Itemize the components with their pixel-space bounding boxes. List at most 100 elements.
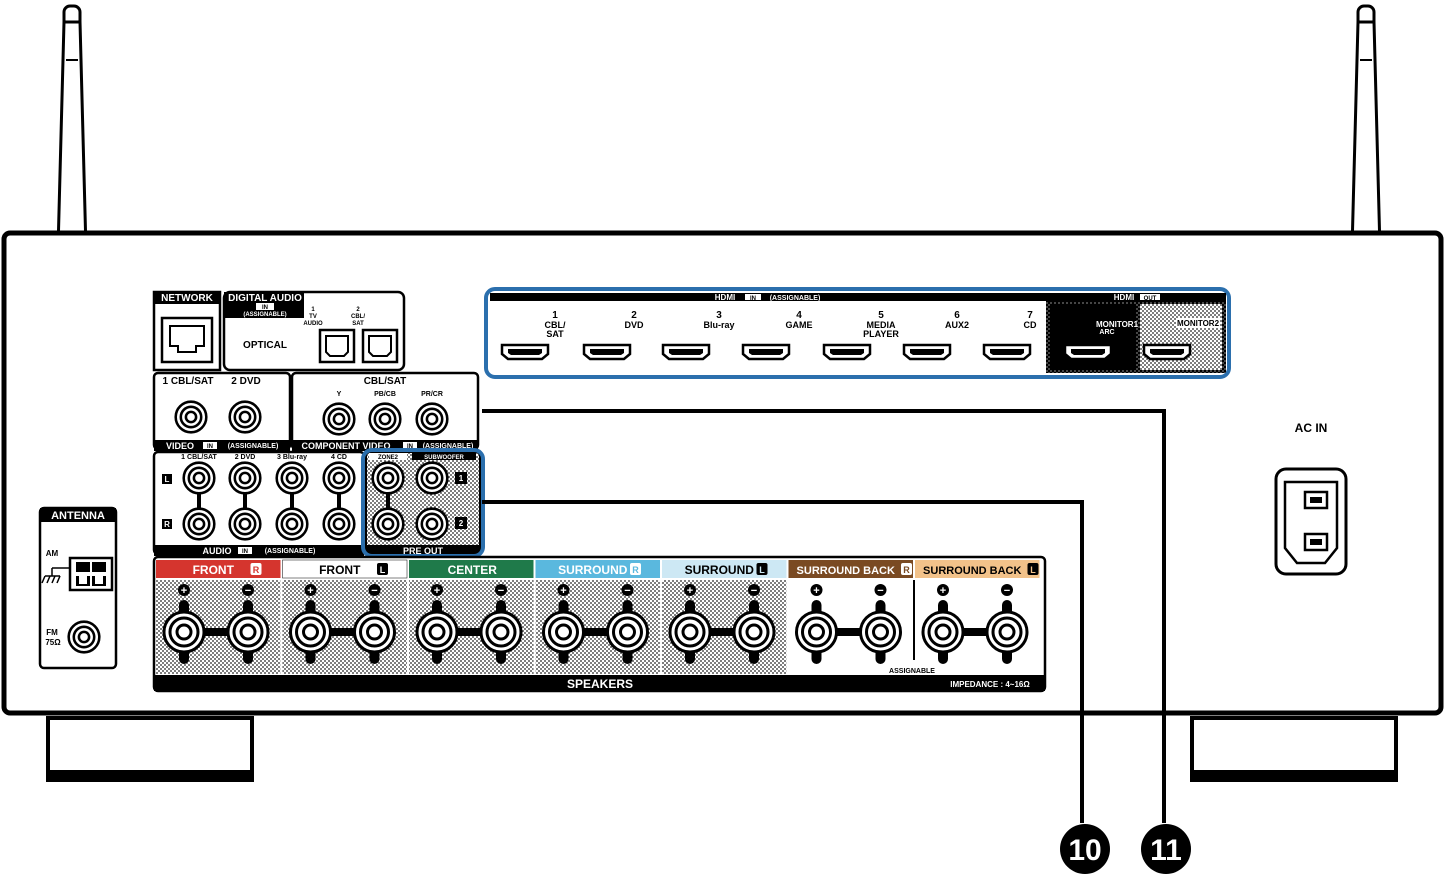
optical-1-line1: TV (309, 314, 317, 320)
hdmi-in-num: 3 (716, 310, 722, 321)
optical-2-line2: SAT (352, 321, 364, 327)
component-title: CBL/SAT (364, 376, 407, 387)
digital-audio-section: DIGITAL AUDIO IN (ASSIGNABLE) OPTICAL 1 … (222, 290, 406, 372)
speaker-positive-terminal[interactable] (289, 610, 332, 654)
speaker-positive-terminal[interactable] (668, 610, 712, 654)
component-pb-jack[interactable] (368, 402, 402, 436)
component-section: CBL/SAT Y PB/CB PR/CR COMPONENT VIDEO IN… (290, 371, 480, 451)
digital-audio-in-badge: IN (262, 305, 268, 311)
speaker-negative-terminal[interactable] (732, 610, 776, 654)
speaker-negative-terminal[interactable] (353, 610, 396, 654)
hdmi-in-label: MEDIA (867, 320, 897, 330)
callout-leaders (482, 409, 1166, 823)
hdmi-in-port[interactable] (661, 343, 711, 361)
hdmi-in-7: 7CD (982, 310, 1037, 361)
audio-jack-4-r[interactable] (322, 507, 356, 541)
speaker-side-badge (756, 563, 768, 575)
hdmi-in-port[interactable] (500, 343, 550, 361)
minus-icon: − (1004, 585, 1010, 597)
hdmi-in-port[interactable] (982, 343, 1032, 361)
speaker-side-label: L (1030, 565, 1036, 575)
optical-1-num: 1 (311, 307, 315, 313)
audio-jack-4-l[interactable] (322, 461, 356, 495)
hdmi-in-port[interactable] (822, 343, 872, 361)
audio-left-label: L (165, 475, 170, 484)
speaker-positive-terminal[interactable] (415, 610, 459, 654)
speaker-positive-terminal[interactable] (162, 610, 206, 654)
speaker-side-label: R (253, 565, 260, 575)
component-y-jack[interactable] (322, 402, 356, 436)
speaker-negative-terminal[interactable] (226, 610, 270, 654)
audio-section: 1 CBL/SAT 2 DVD 3 Blu-ray 4 CD L R AUDIO… (152, 450, 366, 556)
antenna-terminal-section: ANTENNA AM FM 75Ω (38, 506, 118, 670)
speakers-footer: SPEAKERS (567, 677, 633, 691)
plus-icon: + (560, 585, 566, 597)
video-footer: VIDEO (166, 441, 194, 451)
speaker-channel-label: SURROUND (685, 563, 755, 577)
ac-in-label: AC IN (1295, 421, 1328, 435)
speaker-side-label: L (759, 565, 765, 575)
hdmi-in-label: AUX2 (945, 320, 969, 330)
subwoofer-2-jack[interactable] (415, 507, 449, 541)
speaker-channel-header (662, 560, 787, 578)
video-jack-1[interactable] (174, 400, 208, 434)
assignable-label: ASSIGNABLE (889, 668, 935, 675)
hdmi-in-port[interactable] (741, 343, 791, 361)
component-pr-jack[interactable] (415, 402, 449, 436)
speaker-negative-terminal[interactable] (859, 610, 902, 654)
speaker-negative-terminal[interactable] (606, 610, 649, 654)
subwoofer-1-jack[interactable] (415, 461, 449, 495)
hdmi-out-monitor2-port[interactable] (1142, 343, 1192, 361)
speaker-positive-terminal[interactable] (921, 610, 965, 654)
speaker-channel-label: FRONT (193, 563, 235, 577)
digital-audio-assignable: (ASSIGNABLE) (243, 312, 286, 318)
audio-jack-2-l[interactable] (228, 461, 262, 495)
component-pb: PB/CB (374, 391, 396, 398)
minus-icon: − (877, 585, 883, 597)
speaker-positive-terminal[interactable] (795, 610, 838, 654)
hdmi-in-port[interactable] (582, 343, 632, 361)
minus-icon: − (245, 585, 251, 597)
audio-col4: 4 CD (331, 454, 347, 461)
video-jack-2[interactable] (228, 400, 262, 434)
speaker-side-badge (250, 563, 262, 575)
audio-jack-2-r[interactable] (228, 507, 262, 541)
video-col1: 1 CBL/SAT (163, 376, 214, 387)
minus-icon: − (624, 585, 630, 597)
audio-jack-1-l[interactable] (182, 461, 216, 495)
fm-jack[interactable] (67, 620, 101, 654)
minus-icon: − (371, 585, 377, 597)
plus-icon: + (307, 585, 313, 597)
hdmi-in-label: CBL/ (545, 320, 566, 330)
hdmi-in-label: CD (1024, 320, 1037, 330)
audio-jack-3-l[interactable] (275, 461, 309, 495)
speaker-side-badge (901, 563, 912, 575)
hdmi-out-title: HDMI (1114, 293, 1134, 302)
fm-ohm-label: 75Ω (45, 638, 61, 647)
hdmi-in-badge: IN (750, 296, 756, 302)
hdmi-in-port[interactable] (902, 343, 952, 361)
speaker-negative-terminal[interactable] (985, 610, 1029, 654)
audio-jack-1-r[interactable] (182, 507, 216, 541)
component-pr: PR/CR (421, 391, 443, 398)
zone2-r-jack[interactable] (371, 507, 405, 541)
hdmi-out-badge: OUT (1144, 296, 1157, 302)
speaker-negative-terminal[interactable] (479, 610, 523, 654)
plus-icon: + (181, 585, 187, 597)
video-in-badge: IN (207, 444, 213, 450)
optical-2-line1: CBL/ (351, 314, 365, 320)
speaker-positive-terminal[interactable] (542, 610, 585, 654)
audio-jack-3-r[interactable] (275, 507, 309, 541)
hdmi-in-num: 5 (878, 310, 884, 321)
audio-right-label: R (164, 520, 170, 529)
hdmi-section: HDMI IN (ASSIGNABLE) 1CBL/SAT2DVD3Blu-ra… (484, 287, 1231, 379)
am-label: AM (46, 549, 59, 558)
zone2-l-jack[interactable] (371, 461, 405, 495)
hdmi-out-monitor1-port[interactable] (1063, 343, 1113, 361)
component-y: Y (337, 391, 342, 398)
